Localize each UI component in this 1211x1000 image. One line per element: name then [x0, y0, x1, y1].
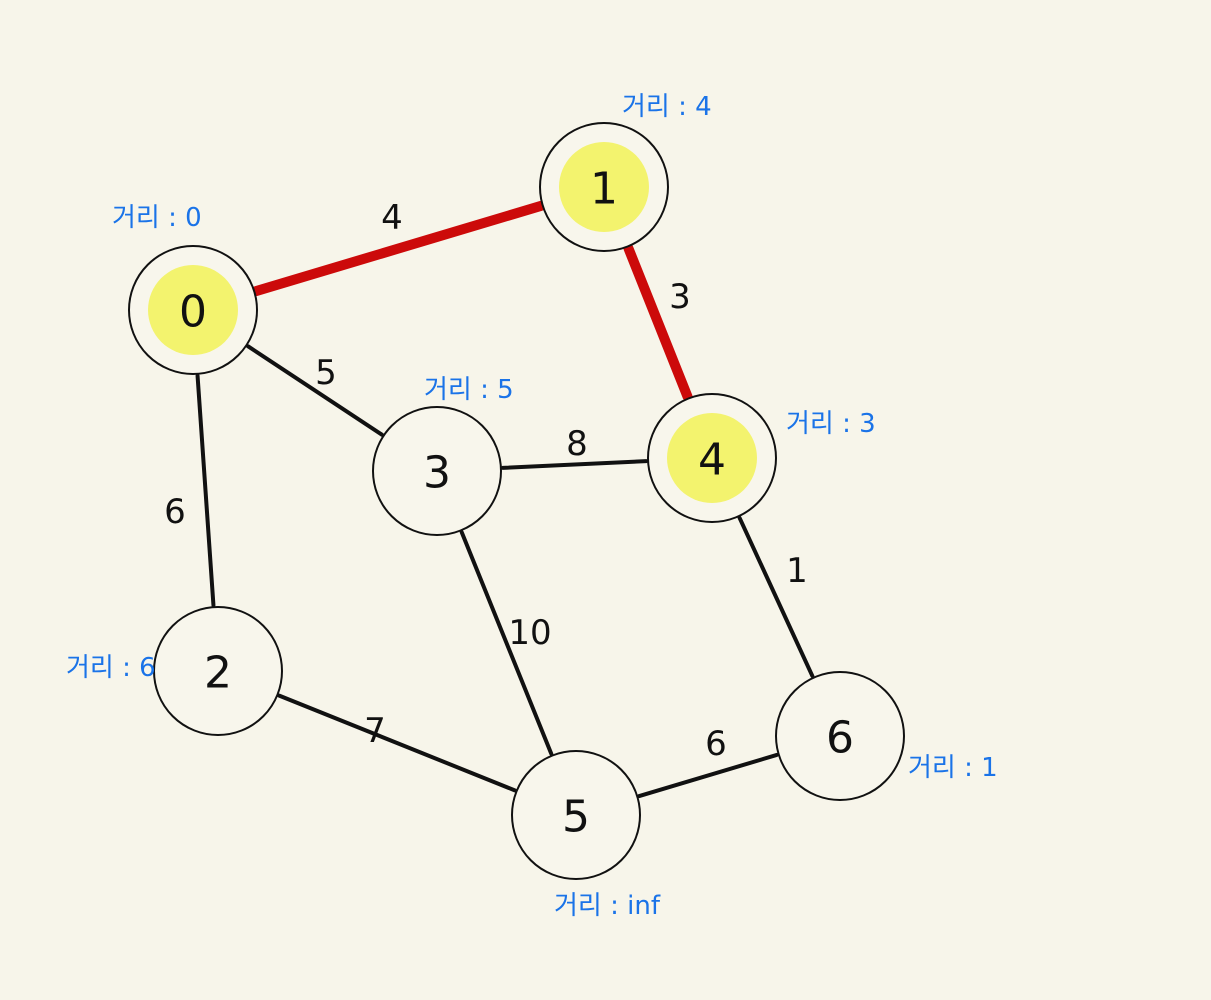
- node-3: 3: [372, 406, 502, 536]
- node-3-distance-label: 거리 : 5: [424, 375, 514, 405]
- node-4-distance-label: 거리 : 3: [786, 409, 876, 439]
- node-1-label: 1: [590, 164, 618, 215]
- node-2-label: 2: [204, 648, 232, 699]
- node-3-circle: [372, 406, 502, 536]
- node-6-label: 6: [826, 713, 854, 764]
- node-0-label: 0: [179, 287, 207, 338]
- edge-5-6: [637, 752, 779, 799]
- edge-2-5: [277, 693, 517, 793]
- node-0-visited-fill: [148, 265, 238, 355]
- node-5-label: 5: [562, 792, 590, 843]
- edge-weight-1-4: 3: [669, 277, 691, 317]
- edge-3-4: [500, 459, 649, 470]
- node-0-distance-label: 거리 : 0: [112, 203, 202, 233]
- edges-layer: [195, 200, 815, 799]
- edge-weight-0-3: 5: [315, 353, 337, 393]
- node-2-distance-label: 거리 : 6: [66, 653, 156, 683]
- edge-4-6: [737, 515, 815, 679]
- node-4-visited-fill: [667, 413, 757, 503]
- node-6-circle: [775, 671, 905, 801]
- node-4: 4: [647, 393, 777, 523]
- node-6: 6: [775, 671, 905, 801]
- node-2-circle: [153, 606, 283, 736]
- edge-0-3: [246, 344, 384, 437]
- edge-1-4: [623, 243, 693, 402]
- node-5-circle: [511, 750, 641, 880]
- node-5-distance-label: 거리 : inf: [554, 891, 661, 921]
- node-1: 1: [539, 122, 669, 252]
- edge-weight-0-2: 6: [164, 492, 186, 532]
- node-2: 2: [153, 606, 283, 736]
- node-1-visited-fill: [559, 142, 649, 232]
- edge-weight-5-6: 6: [705, 724, 727, 764]
- edge-weight-3-5: 10: [508, 613, 551, 653]
- edge-weight-0-1: 4: [381, 198, 403, 238]
- node-1-distance-label: 거리 : 4: [622, 92, 712, 122]
- node-6-distance-label: 거리 : 1: [908, 753, 998, 783]
- node-3-label: 3: [423, 448, 451, 499]
- nodes-layer: 0 1 2 3 4 5 6: [128, 122, 905, 880]
- node-4-label: 4: [698, 435, 726, 486]
- edge-weight-3-4: 8: [566, 424, 588, 464]
- edge-0-2: [195, 373, 216, 608]
- edge-weight-4-6: 1: [786, 551, 808, 591]
- edge-3-5: [459, 530, 554, 756]
- node-0: 0: [128, 245, 258, 375]
- node-5: 5: [511, 750, 641, 880]
- edge-weight-2-5: 7: [364, 711, 386, 751]
- edge-0-1: [251, 200, 546, 297]
